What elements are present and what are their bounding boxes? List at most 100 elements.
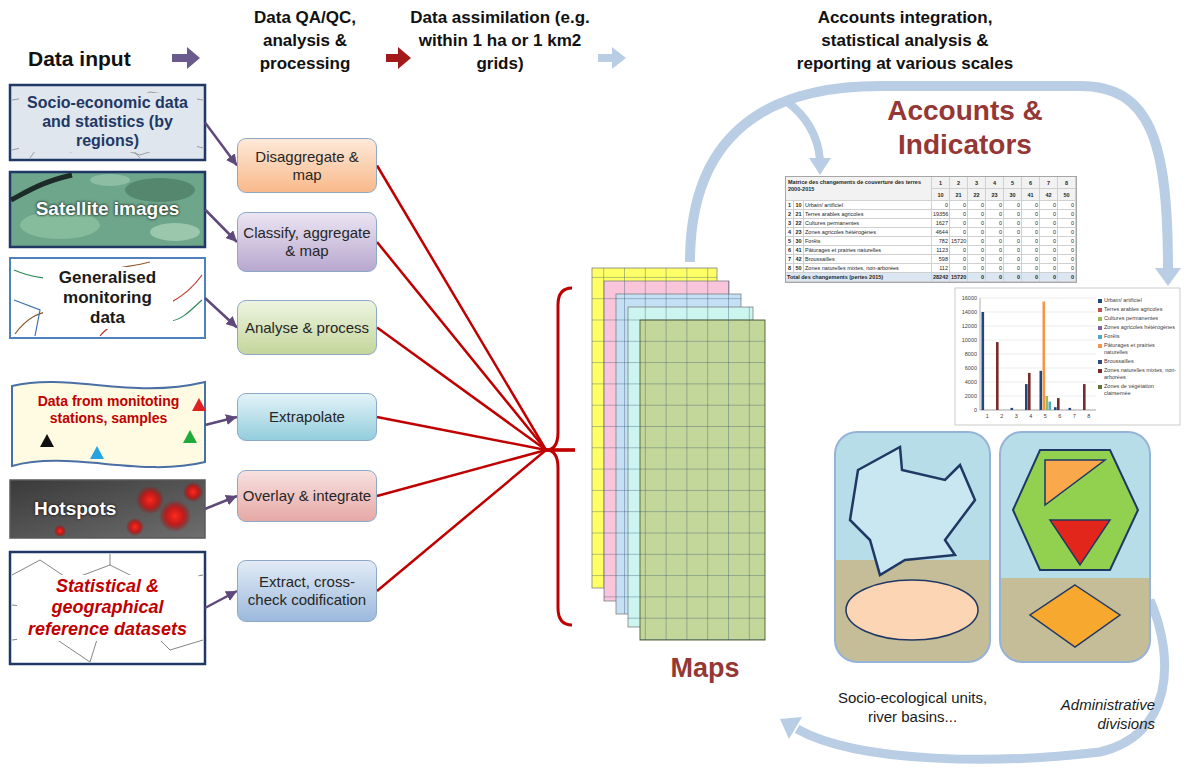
bar-series [982, 302, 1086, 411]
process-label: Analyse & process [245, 319, 369, 337]
map-thumbnail [10, 85, 205, 160]
process-box: Analyse & process [237, 300, 377, 355]
axis-tick-label: 14000 [940, 308, 977, 316]
merge-connector [377, 242, 575, 450]
legend-entry: Cultures permanentes [1098, 315, 1180, 322]
hotspot [126, 518, 144, 536]
data-source-banner: Data from monitoting stations, samples [12, 384, 205, 466]
axis-tick-label: 2 [995, 412, 1010, 420]
table-cell: 19356 [932, 210, 950, 219]
table-cell: 0 [1040, 237, 1058, 246]
map-layer [640, 320, 765, 640]
table-cell: 4644 [932, 228, 950, 237]
satellite-image [10, 172, 205, 247]
map-title: Maps [645, 652, 765, 684]
source-label: Statistical & geographical reference dat… [17, 575, 199, 641]
network-line [14, 300, 40, 336]
table-cell: 0 [1058, 201, 1076, 210]
table-header-cell: 10 [932, 189, 950, 201]
terrain-patch [150, 223, 200, 241]
division-shape [1045, 460, 1105, 505]
table-cell: 0 [932, 201, 950, 210]
table-cell: 0 [950, 219, 968, 228]
column-heading: Accounts integration, statistical analys… [785, 6, 1025, 75]
table-cell: 0 [950, 264, 968, 273]
bar [1054, 407, 1057, 410]
legend-swatch [1098, 344, 1102, 348]
table-cell: 0 [1022, 273, 1040, 282]
axis-tick-label: 3 [1009, 412, 1024, 420]
division-shape [1030, 585, 1120, 647]
axis-tick-label: 1 [980, 412, 995, 420]
map-frame [1000, 432, 1150, 662]
table-cell: 0 [986, 264, 1004, 273]
river-basin-shape [850, 447, 975, 575]
legend-entry: Terres arables agricoles [1098, 306, 1180, 313]
legend-swatch [1098, 299, 1102, 303]
axis-tick-label: 7 [1067, 412, 1082, 420]
legend-label: Terres arables agricoles [1104, 306, 1180, 313]
table-cell: 0 [1058, 273, 1076, 282]
bar [1049, 402, 1052, 410]
hotspots-image [10, 480, 205, 538]
division-shape [1050, 520, 1110, 565]
data-source-box: Socio-economic data and statistics (by r… [10, 85, 205, 160]
source-label: Generalised monitoring data [43, 267, 173, 329]
table-cell: 0 [1040, 264, 1058, 273]
process-label: Extrapolate [269, 408, 345, 426]
axis-tick-label: 6 [1053, 412, 1068, 420]
map-grid-stack [592, 268, 765, 640]
process-box: Classify, aggregate & map [237, 212, 377, 272]
table-header-cell: 50 [1058, 189, 1076, 201]
table-cell: 5 [786, 237, 794, 246]
process-box: Extract, cross-check codification [237, 560, 377, 622]
axis-tick-label: 12000 [940, 322, 977, 330]
table-cell: 30 [794, 237, 804, 246]
flow-arrow [205, 210, 237, 243]
table-header-cell: 4 [986, 177, 1004, 189]
table-cell: 0 [1058, 210, 1076, 219]
table-cell: 6 [786, 246, 794, 255]
table-cell: 0 [950, 255, 968, 264]
source-label: Data from monitoting stations, samples [19, 393, 199, 426]
table-cell: 1627 [932, 219, 950, 228]
arc-arrowhead [1155, 268, 1181, 286]
table-cell: 1 [786, 201, 794, 210]
legend-entry: Pâturages et prairies naturelles [1098, 342, 1180, 356]
table-cell: 0 [1004, 273, 1022, 282]
table-cell: 7 [786, 255, 794, 264]
axis-tick-label: 8 [1082, 412, 1097, 420]
table-cell: 0 [986, 255, 1004, 264]
table-cell: 0 [986, 219, 1004, 228]
legend-label: Forêts [1104, 333, 1180, 340]
table-cell: 0 [950, 228, 968, 237]
table-cell: 10 [794, 201, 804, 210]
axis-tick-label: 4000 [940, 378, 977, 386]
legend-swatch [1098, 360, 1102, 364]
chart-axes [980, 298, 1096, 410]
table-cell: 0 [968, 246, 986, 255]
table-cell: 15720 [950, 237, 968, 246]
table-cell: 0 [986, 246, 1004, 255]
legend-label: Zones naturelles mixtes, non-arborées [1104, 367, 1180, 381]
region-borders [12, 92, 203, 158]
table-cell: 42 [794, 255, 804, 264]
bar [1046, 396, 1049, 410]
axis-tick-label: 2000 [940, 392, 977, 400]
socio-economic-map [10, 85, 205, 160]
process-box: Extrapolate [237, 393, 377, 441]
flow-arrow [205, 123, 237, 166]
legend-entry: Forêts [1098, 333, 1180, 340]
table-cell: 0 [986, 210, 1004, 219]
data-source-box: Generalised monitoring data [10, 258, 205, 338]
table-cell: 0 [986, 237, 1004, 246]
table-cell: 0 [1058, 246, 1076, 255]
region-ground [835, 560, 990, 662]
legend-label: Pâturages et prairies naturelles [1104, 342, 1180, 356]
table-cell: 0 [986, 201, 1004, 210]
table-header-cell: 5 [1004, 177, 1022, 189]
bar [1011, 408, 1014, 410]
header-arrow [386, 47, 411, 69]
table-cell: 0 [1004, 228, 1022, 237]
table-cell: 0 [1022, 246, 1040, 255]
